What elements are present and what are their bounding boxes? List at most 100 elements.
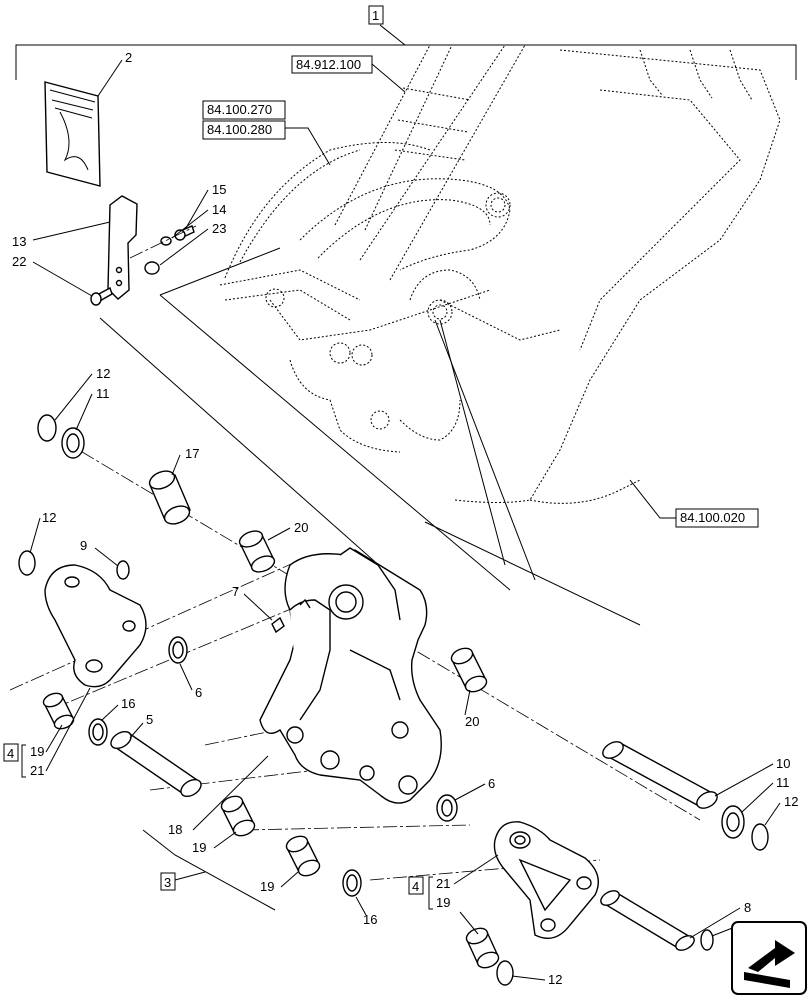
link-21-left[interactable]	[44, 564, 147, 688]
leader-22	[32, 261, 93, 297]
leader-ref4	[629, 479, 676, 519]
washer-16-lower-hole	[346, 874, 358, 892]
callout-12c: 12	[784, 794, 798, 809]
snap-ring-9-right[interactable]	[700, 929, 714, 951]
callout-21b: 21	[436, 876, 450, 891]
leader-20a	[267, 527, 291, 541]
next-page-arrow-icon[interactable]	[731, 921, 807, 995]
break-line-2	[159, 247, 281, 296]
callout-20a: 20	[294, 520, 308, 535]
pointer-pin-2	[434, 319, 536, 581]
bushing-20-upper[interactable]	[237, 528, 276, 575]
ref-box-84-100-280[interactable]	[202, 120, 286, 140]
snap-ring-12-bottom[interactable]	[496, 960, 514, 986]
leader-6b	[454, 783, 486, 801]
leader-12d	[511, 975, 546, 981]
callout-7: 7	[232, 584, 239, 599]
bracket-line-3	[142, 829, 276, 911]
callout-19a: 19	[30, 744, 44, 759]
callout-box-4b[interactable]	[408, 876, 424, 895]
leader-19e	[459, 911, 479, 935]
pin-8[interactable]	[598, 888, 696, 953]
bushing-20-right[interactable]	[449, 645, 489, 694]
main-lever-18[interactable]	[259, 547, 442, 804]
callout-4b: 4	[412, 879, 419, 894]
callout-18: 18	[168, 822, 182, 837]
callout-6b: 6	[488, 776, 495, 791]
leader-3	[174, 871, 206, 881]
callout-12a: 12	[96, 366, 110, 381]
callout-17: 17	[185, 446, 199, 461]
callout-2: 2	[125, 50, 132, 65]
callout-19b: 19	[192, 840, 206, 855]
phantom-arm-and-bucket	[219, 44, 781, 504]
link-21-right[interactable]	[493, 821, 599, 939]
pin-10[interactable]	[600, 738, 720, 811]
snap-ring-12-right[interactable]	[751, 823, 769, 851]
centerline-bush19	[244, 824, 471, 831]
ref-84-100-280: 84.100.280	[207, 122, 272, 137]
pointer-pin-1	[439, 319, 506, 566]
leader-9a	[94, 547, 119, 567]
callout-5: 5	[146, 712, 153, 727]
nut-23[interactable]	[144, 261, 160, 275]
callout-20b: 20	[465, 714, 479, 729]
washer-14[interactable]	[160, 236, 172, 246]
washer-11-right-hole	[726, 812, 740, 832]
callout-11a: 11	[96, 386, 110, 401]
snap-ring-12-left[interactable]	[18, 550, 36, 576]
ref-84-100-020: 84.100.020	[680, 510, 745, 525]
leader-21a	[45, 687, 91, 772]
leader-21b	[453, 854, 499, 885]
callout-12d: 12	[548, 972, 562, 987]
snap-ring-12-top[interactable]	[37, 414, 57, 442]
bracket-4b	[428, 876, 433, 910]
callout-box-1[interactable]	[368, 5, 384, 25]
callout-21a: 21	[30, 763, 44, 778]
grease-fitting-7[interactable]	[271, 616, 285, 634]
washer-16-upper-hole	[92, 723, 104, 741]
callout-22: 22	[12, 254, 26, 269]
leader-5	[129, 722, 144, 739]
callout-19c: 19	[260, 879, 274, 894]
callout-11b: 11	[776, 775, 790, 790]
pin-5[interactable]	[108, 728, 204, 800]
centerline-hardware	[129, 225, 197, 259]
ref-box-84-100-270[interactable]	[202, 100, 286, 120]
leader-20b	[464, 689, 471, 716]
leader-11a	[75, 393, 93, 431]
leader-ref1	[371, 63, 406, 93]
bushing-19-bottom[interactable]	[464, 925, 501, 970]
bushing-19-lower[interactable]	[284, 833, 322, 878]
leader-ref23	[285, 127, 331, 166]
callout-14: 14	[212, 202, 226, 217]
callout-8: 8	[744, 900, 751, 915]
bushing-19-center[interactable]	[219, 793, 257, 838]
callout-13: 13	[12, 234, 26, 249]
callout-box-4a[interactable]	[3, 743, 19, 762]
leader-12a	[54, 373, 93, 421]
callout-1: 1	[372, 8, 379, 23]
callout-19d: 19	[436, 895, 450, 910]
snap-ring-9-left[interactable]	[116, 560, 130, 580]
bushing-19-left[interactable]	[41, 691, 75, 732]
leader-13	[32, 221, 111, 241]
leader-16b	[355, 896, 367, 916]
decal-document[interactable]	[44, 81, 101, 187]
callout-3: 3	[164, 875, 171, 890]
bushing-17[interactable]	[147, 468, 192, 528]
leader-14	[171, 209, 209, 239]
callout-6a: 6	[195, 685, 202, 700]
leader-15	[185, 189, 209, 229]
callout-12b: 12	[42, 510, 56, 525]
callout-box-3[interactable]	[160, 872, 176, 891]
bolt-22[interactable]	[90, 286, 113, 306]
ref-84-912-100: 84.912.100	[296, 57, 361, 72]
washer-6-lower-hole	[441, 799, 453, 817]
assembly-bracket	[15, 44, 797, 80]
leader-6a	[179, 663, 193, 691]
bolt-15[interactable]	[174, 225, 195, 241]
retaining-plate[interactable]	[107, 195, 138, 300]
callout-16b: 16	[363, 912, 377, 927]
